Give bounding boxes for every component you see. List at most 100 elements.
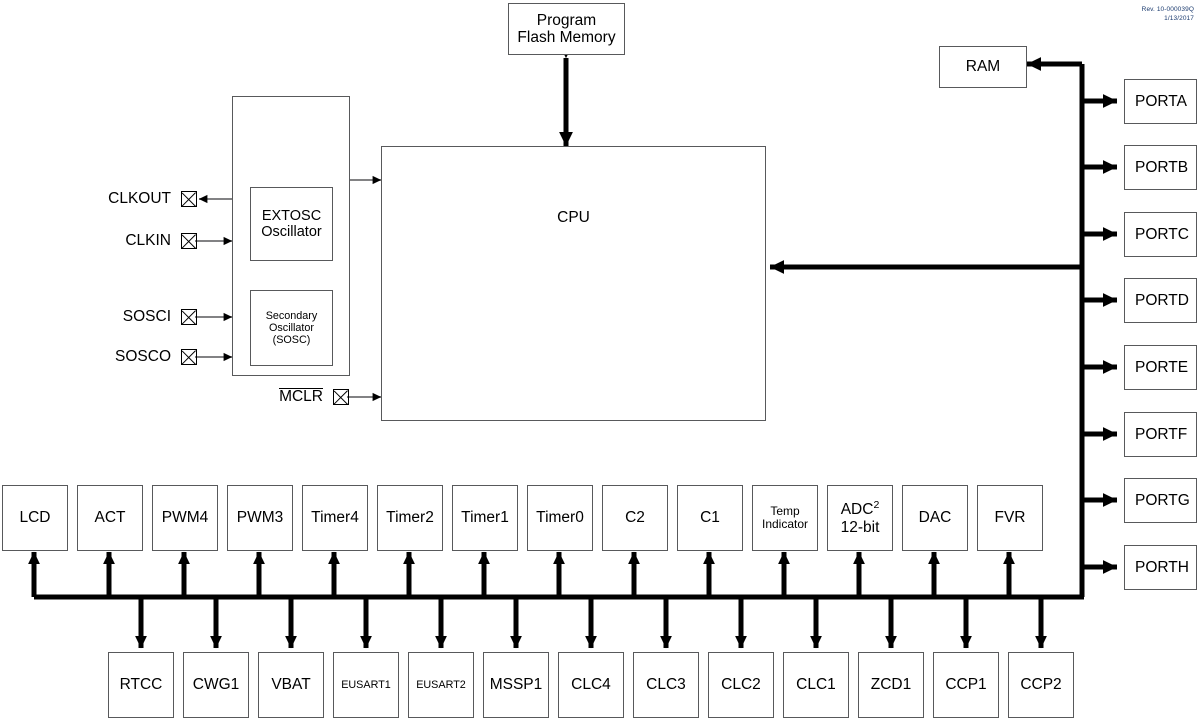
port-label-portf: PORTF (1135, 425, 1188, 443)
peripheral-block-clc2: CLC2 (708, 652, 774, 718)
pin-label-sosci: SOSCI (122, 308, 171, 325)
peripheral-label-fvr: FVR (994, 509, 1026, 527)
port-label-portd: PORTD (1135, 291, 1189, 309)
peripheral-label-timer0: Timer0 (536, 509, 584, 527)
peripheral-block-act: ACT (77, 485, 143, 551)
extosc-label-line1: EXTOSC (261, 207, 322, 224)
pin-label-clkin: CLKIN (125, 232, 171, 249)
peripheral-block-clc3: CLC3 (633, 652, 699, 718)
peripheral-block-clc4: CLC4 (558, 652, 624, 718)
peripheral-block-c1: C1 (677, 485, 743, 551)
cpu-block: CPU (381, 146, 766, 421)
peripheral-block-eusart2: EUSART2 (408, 652, 474, 718)
peripheral-block-timer1: Timer1 (452, 485, 518, 551)
peripheral-label-clc3: CLC3 (646, 676, 686, 694)
temp-indicator-label-line1: Temp (770, 503, 800, 518)
port-label-porta: PORTA (1135, 92, 1187, 110)
adc-superscript: 2 (873, 499, 880, 512)
pin-symbol-sosci[interactable] (181, 309, 197, 325)
cpu-label: CPU (557, 209, 590, 226)
peripheral-label-zcd1: ZCD1 (870, 676, 912, 694)
adc-base-text: ADC (840, 501, 874, 519)
pin-label-sosco: SOSCO (115, 348, 171, 365)
port-label-portc: PORTC (1135, 225, 1189, 243)
peripheral-label-lcd: LCD (19, 509, 51, 527)
extosc-oscillator-block: EXTOSC Oscillator (250, 187, 333, 261)
peripheral-block-clc1: CLC1 (783, 652, 849, 718)
peripheral-label-mssp1: MSSP1 (489, 676, 543, 694)
peripheral-block-cwg1: CWG1 (183, 652, 249, 718)
peripheral-label-pwm3: PWM3 (236, 509, 284, 527)
peripheral-label-clc1: CLC1 (796, 676, 836, 694)
temp-indicator-label-line2: Indicator (761, 517, 809, 531)
ram-block: RAM (939, 46, 1027, 88)
peripheral-block-ccp2: CCP2 (1008, 652, 1074, 718)
peripheral-label-act: ACT (94, 509, 126, 527)
pin-symbol-clkout[interactable] (181, 191, 197, 207)
pin-symbol-sosco[interactable] (181, 349, 197, 365)
peripheral-label-timer4: Timer4 (311, 509, 359, 527)
peripheral-label-c1: C1 (700, 509, 720, 527)
extosc-label-line2: Oscillator (261, 224, 322, 240)
peripheral-block-timer0: Timer0 (527, 485, 593, 551)
mclr-overline-text: MCLR (279, 388, 323, 405)
program-flash-memory-block: Program Flash Memory (508, 3, 625, 55)
port-bus-arrows (1082, 94, 1118, 574)
port-block-portf: PORTF (1124, 412, 1197, 457)
peripheral-block-adc: ADC2 12-bit (827, 485, 893, 551)
port-block-portc: PORTC (1124, 212, 1197, 257)
pin-symbol-clkin[interactable] (181, 233, 197, 249)
port-block-porta: PORTA (1124, 79, 1197, 124)
bus-to-top-peripherals (28, 551, 1015, 597)
program-flash-memory-label-line2: Flash Memory (517, 29, 616, 46)
port-label-portg: PORTG (1135, 491, 1190, 509)
peripheral-label-eusart1: EUSART1 (341, 678, 391, 691)
peripheral-label-c2: C2 (625, 509, 645, 527)
peripheral-block-pwm3: PWM3 (227, 485, 293, 551)
secondary-oscillator-block: Secondary Oscillator (SOSC) (250, 290, 333, 366)
peripheral-block-rtcc: RTCC (108, 652, 174, 718)
pin-label-clkout: CLKOUT (108, 190, 171, 207)
port-label-portb: PORTB (1135, 158, 1189, 176)
peripheral-label-pwm4: PWM4 (161, 509, 209, 527)
peripheral-label-cwg1: CWG1 (192, 676, 240, 694)
peripheral-block-fvr: FVR (977, 485, 1043, 551)
revision-number: Rev. 10-000039Q (1141, 6, 1194, 13)
adc-label-line1: ADC2 (840, 499, 880, 519)
port-block-portd: PORTD (1124, 278, 1197, 323)
secondary-oscillator-label-line2: Oscillator (269, 321, 314, 334)
peripheral-block-temp-indicator: Temp Indicator (752, 485, 818, 551)
bus-to-bottom-peripherals (135, 597, 1047, 649)
port-block-porte: PORTE (1124, 345, 1197, 390)
adc-label-line2: 12-bit (840, 518, 880, 536)
peripheral-block-timer4: Timer4 (302, 485, 368, 551)
peripheral-block-eusart1: EUSART1 (333, 652, 399, 718)
pin-symbol-mclr[interactable] (333, 389, 349, 405)
peripheral-bus (769, 57, 1085, 597)
peripheral-label-clc4: CLC4 (571, 676, 611, 694)
peripheral-block-ccp1: CCP1 (933, 652, 999, 718)
revision-date: 1/13/2017 (1164, 15, 1194, 23)
peripheral-block-mssp1: MSSP1 (483, 652, 549, 718)
port-block-porth: PORTH (1124, 545, 1197, 590)
port-block-portb: PORTB (1124, 145, 1197, 190)
peripheral-label-rtcc: RTCC (119, 676, 163, 694)
peripheral-label-eusart2: EUSART2 (416, 678, 466, 691)
peripheral-block-lcd: LCD (2, 485, 68, 551)
peripheral-block-zcd1: ZCD1 (858, 652, 924, 718)
port-label-porth: PORTH (1135, 558, 1189, 576)
peripheral-block-c2: C2 (602, 485, 668, 551)
peripheral-block-timer2: Timer2 (377, 485, 443, 551)
peripheral-block-dac: DAC (902, 485, 968, 551)
peripheral-label-dac: DAC (918, 509, 952, 527)
pin-label-mclr: MCLR (213, 388, 323, 406)
program-flash-memory-label-line1: Program (536, 11, 597, 29)
secondary-oscillator-label-line1: Secondary (265, 309, 318, 322)
peripheral-label-timer2: Timer2 (386, 509, 434, 527)
peripheral-label-clc2: CLC2 (721, 676, 761, 694)
pin-leads (195, 194, 382, 402)
peripheral-block-vbat: VBAT (258, 652, 324, 718)
port-block-portg: PORTG (1124, 478, 1197, 523)
peripheral-label-timer1: Timer1 (461, 509, 509, 527)
